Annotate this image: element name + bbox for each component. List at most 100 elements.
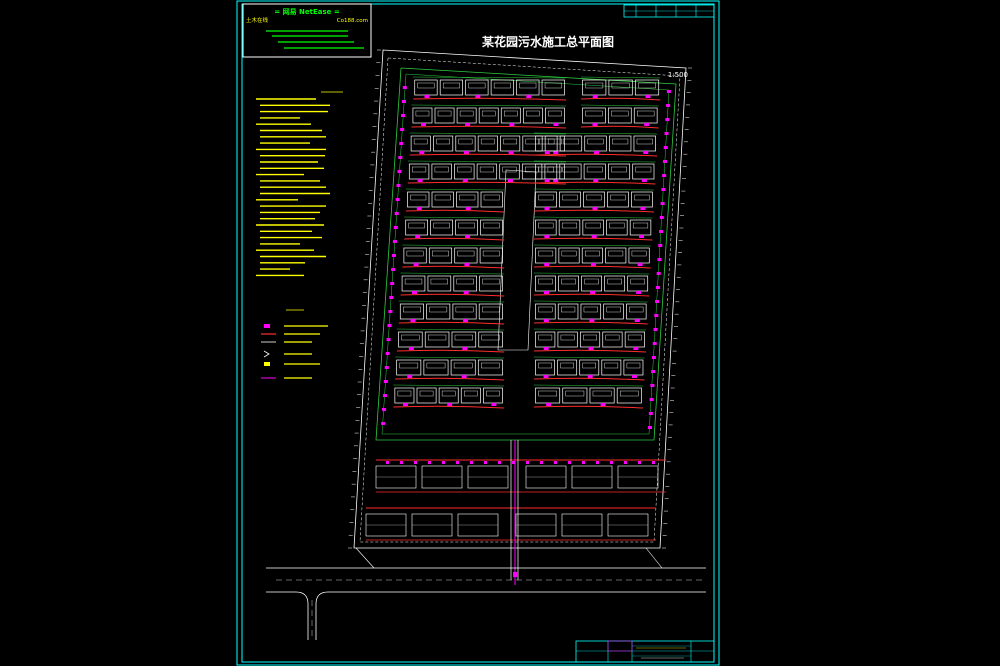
manhole [396, 184, 401, 187]
sewer-pipe [533, 321, 648, 325]
building-block [557, 331, 578, 348]
building-detail [607, 278, 622, 285]
building-detail [585, 110, 603, 117]
legend [261, 309, 328, 379]
manhole [401, 100, 406, 103]
street-curb [315, 591, 706, 640]
building-detail [504, 110, 518, 117]
building-block [633, 135, 656, 152]
building-detail [611, 166, 627, 173]
manhole [461, 375, 467, 378]
building-detail [538, 390, 557, 397]
manhole [593, 179, 599, 182]
sewer-pipe [533, 293, 650, 297]
building-detail [583, 334, 597, 341]
manhole [484, 461, 487, 464]
manhole [610, 461, 613, 464]
manhole [637, 263, 643, 266]
building-detail [483, 194, 500, 201]
building-block [478, 303, 503, 320]
manhole [665, 118, 670, 121]
service-line [413, 76, 567, 79]
manhole [591, 235, 597, 238]
sewer-pipe [398, 321, 505, 325]
building-detail [611, 110, 629, 117]
building-detail [525, 138, 540, 145]
building-block [453, 275, 477, 292]
manhole [491, 403, 497, 406]
building-detail [634, 194, 650, 201]
service-line [393, 384, 505, 387]
manhole [544, 263, 550, 266]
manhole [666, 90, 671, 93]
manhole [419, 151, 425, 154]
service-line [533, 328, 647, 331]
manhole [392, 240, 397, 243]
manhole [664, 132, 669, 135]
service-line [533, 272, 650, 275]
building-block [607, 191, 629, 208]
manhole [543, 375, 549, 378]
building-detail [430, 278, 448, 285]
building-block [535, 387, 561, 404]
building-block [427, 275, 452, 292]
building-block [603, 303, 624, 320]
building-detail [619, 390, 639, 397]
building-block [608, 135, 632, 152]
building-block [460, 387, 481, 404]
building-detail [626, 362, 641, 369]
manhole [544, 179, 550, 182]
manhole [645, 95, 651, 98]
building-detail [587, 138, 604, 145]
building-block [399, 303, 424, 320]
service-line [407, 160, 567, 163]
building-block [431, 191, 454, 208]
building-detail [464, 390, 478, 397]
building-detail [610, 194, 626, 201]
building-block [562, 387, 588, 404]
parcel-boundary [353, 49, 687, 549]
manhole [397, 170, 402, 173]
service-line [580, 76, 661, 79]
building-detail [605, 334, 620, 341]
building-block [608, 163, 631, 180]
building-block [433, 135, 454, 152]
manhole [657, 258, 662, 261]
drawing-scale: 1:500 [668, 71, 688, 79]
manhole [543, 347, 549, 350]
building-block [605, 247, 627, 264]
building-detail [638, 82, 656, 89]
service-line [409, 132, 567, 135]
manhole [654, 314, 659, 317]
manhole [643, 151, 649, 154]
building-detail [631, 250, 647, 257]
sewer-pipe [404, 237, 505, 241]
building-block [398, 331, 423, 348]
manhole [639, 235, 645, 238]
manhole [382, 408, 387, 411]
service-line [533, 300, 648, 303]
building-block [559, 135, 583, 152]
sewer-pipe [533, 265, 651, 269]
building-block [522, 107, 543, 124]
manhole [393, 226, 398, 229]
manhole [391, 268, 396, 271]
manhole [462, 179, 468, 182]
outfall-manhole [513, 572, 518, 577]
building-detail [457, 250, 475, 257]
sewer-pipe [393, 405, 505, 409]
building-detail [442, 82, 460, 89]
manhole [631, 375, 637, 378]
legend-arrow-symbol [263, 350, 270, 358]
manhole [410, 319, 416, 322]
service-line [533, 244, 651, 247]
manhole [382, 394, 387, 397]
manhole [414, 461, 417, 464]
manhole [388, 310, 393, 313]
logo-line-2-right: Co188.com [337, 18, 368, 24]
building-detail [582, 362, 596, 369]
building-detail [611, 82, 630, 89]
building-detail [584, 278, 599, 285]
manhole [634, 319, 640, 322]
manhole [553, 179, 559, 182]
